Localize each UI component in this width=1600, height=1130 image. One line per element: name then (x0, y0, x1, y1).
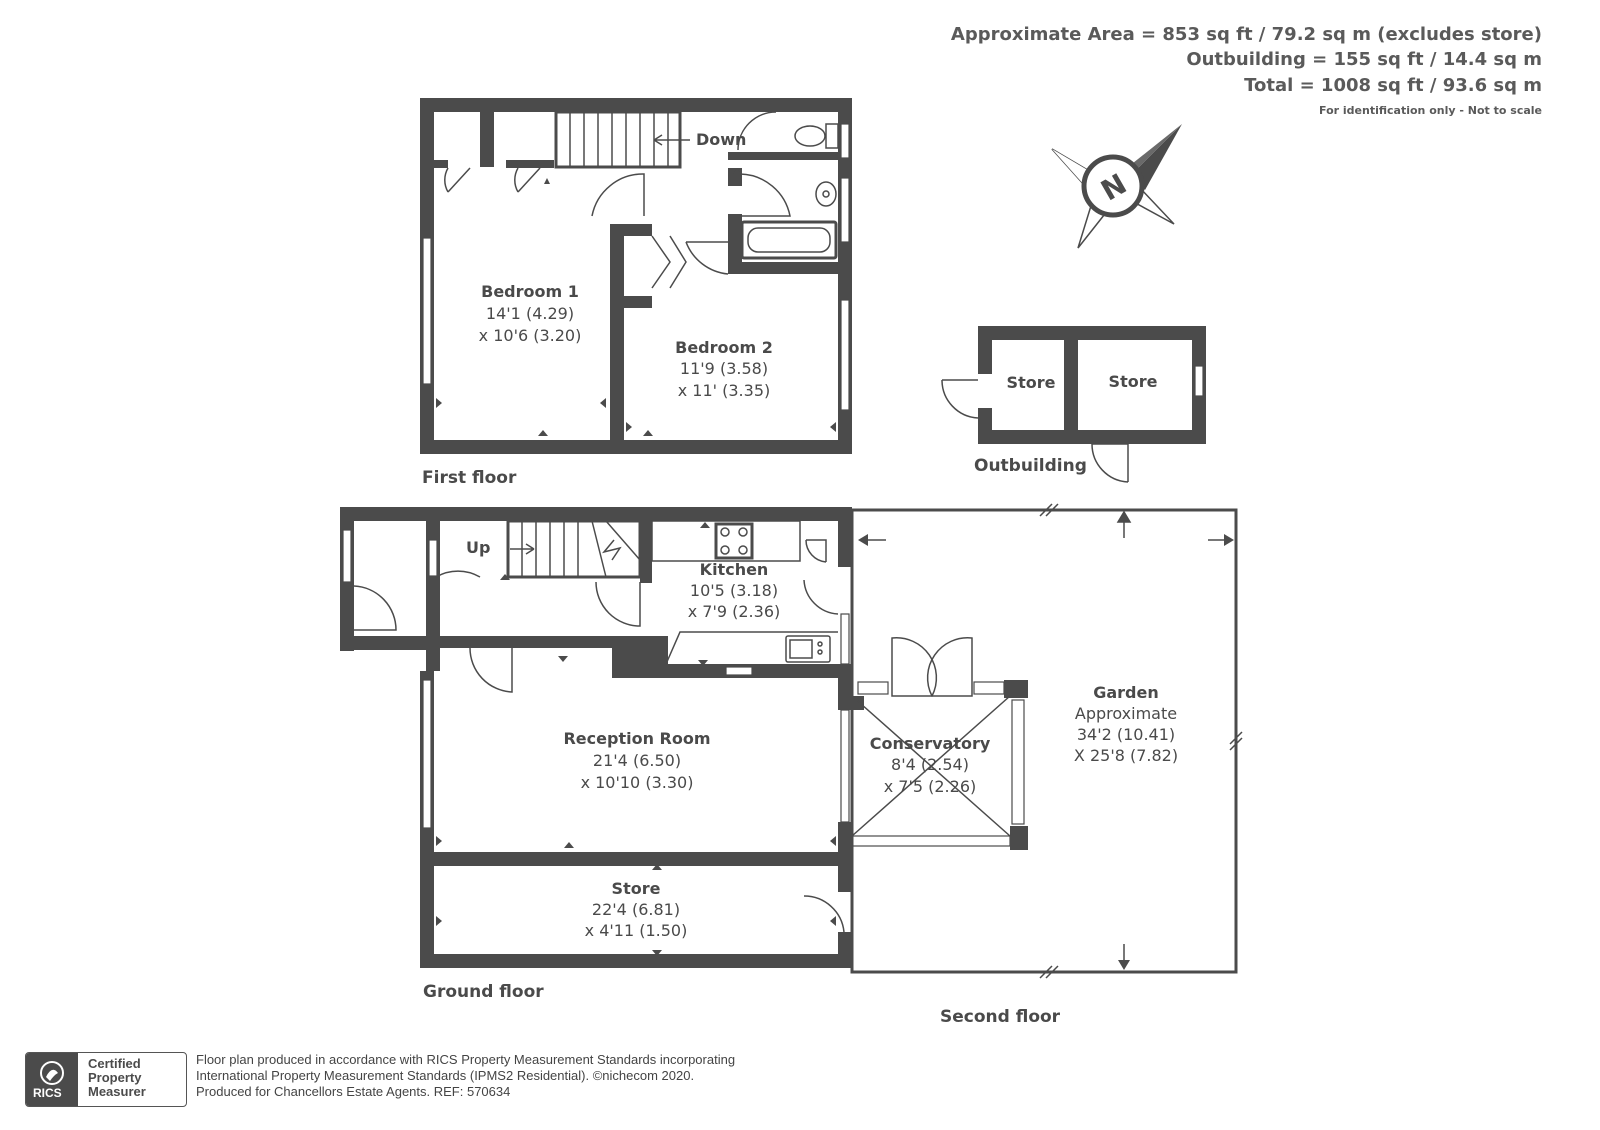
conservatory-dim2: x 7'5 (2.26) (884, 777, 977, 796)
outbuilding-plan: Store Store Outbuilding (941, 326, 1206, 483)
kitchen-dim2: x 7'9 (2.36) (688, 602, 781, 621)
floor-plan: Down Bedroom 1 14'1 (4.29) x (340, 98, 1243, 1027)
reception-name: Reception Room (563, 729, 710, 748)
ground-store-name: Store (612, 879, 661, 898)
disclaimer: For identification only - Not to scale (1319, 104, 1542, 117)
ground-floor-plan: Up (340, 503, 1243, 1027)
outbuilding-store-a-name: Store (1007, 373, 1056, 392)
reception-dim1: 21'4 (6.50) (593, 751, 681, 770)
first-floor-label: First floor (422, 468, 517, 488)
first-floor-plan: Down Bedroom 1 14'1 (4.29) x (420, 98, 852, 488)
ground-floor-label: Ground floor (423, 982, 544, 1002)
north-arrow-icon: N (1051, 124, 1182, 249)
rics-logo: RICS (26, 1053, 78, 1106)
garden-dim0: Approximate (1075, 704, 1177, 723)
bedroom-2-dim2: x 11' (3.35) (678, 381, 771, 400)
footer-line-2: International Property Measurement Stand… (196, 1068, 695, 1083)
badge-line-3: Measurer (88, 1084, 146, 1099)
footer-notes: Floor plan produced in accordance with R… (196, 1052, 735, 1100)
garden-dim1: 34'2 (10.41) (1077, 725, 1175, 744)
stairs-down-label: Down (696, 130, 746, 149)
outbuilding-label: Outbuilding (974, 456, 1087, 476)
total-area: Total = 1008 sq ft / 93.6 sq m (1244, 75, 1542, 96)
badge-line-1: Certified (88, 1056, 141, 1071)
approximate-area: Approximate Area = 853 sq ft / 79.2 sq m… (950, 24, 1542, 45)
garden-dim2: X 25'8 (7.82) (1074, 746, 1178, 765)
garden-name: Garden (1093, 683, 1159, 702)
badge-text: Certified Property Measurer (88, 1057, 146, 1099)
rics-logo-text: RICS (33, 1086, 62, 1100)
kitchen-dim1: 10'5 (3.18) (690, 581, 778, 600)
kitchen-name: Kitchen (700, 560, 769, 579)
bedroom-2-name: Bedroom 2 (675, 338, 773, 357)
ground-store-dim2: x 4'11 (1.50) (585, 921, 688, 940)
outbuilding-store-b-name: Store (1109, 372, 1158, 391)
stairs-up-label: Up (466, 538, 490, 557)
outbuilding-area: Outbuilding = 155 sq ft / 14.4 sq m (1186, 49, 1542, 70)
footer-line-3: Produced for Chancellors Estate Agents. … (196, 1084, 511, 1099)
bedroom-2-dim1: 11'9 (3.58) (680, 359, 768, 378)
badge-line-2: Property (88, 1070, 142, 1085)
conservatory-dim1: 8'4 (2.54) (891, 755, 969, 774)
rics-certified-badge: RICS Certified Property Measurer (25, 1052, 187, 1107)
bedroom-1-dim2: x 10'6 (3.20) (479, 326, 582, 345)
bedroom-1-dim1: 14'1 (4.29) (486, 304, 574, 323)
reception-dim2: x 10'10 (3.30) (581, 773, 694, 792)
second-floor-label: Second floor (940, 1007, 1061, 1027)
conservatory-name: Conservatory (870, 734, 991, 753)
ground-store-dim1: 22'4 (6.81) (592, 900, 680, 919)
bedroom-1-name: Bedroom 1 (481, 282, 579, 301)
rics-lion-icon (40, 1061, 64, 1085)
footer-line-1: Floor plan produced in accordance with R… (196, 1052, 736, 1067)
